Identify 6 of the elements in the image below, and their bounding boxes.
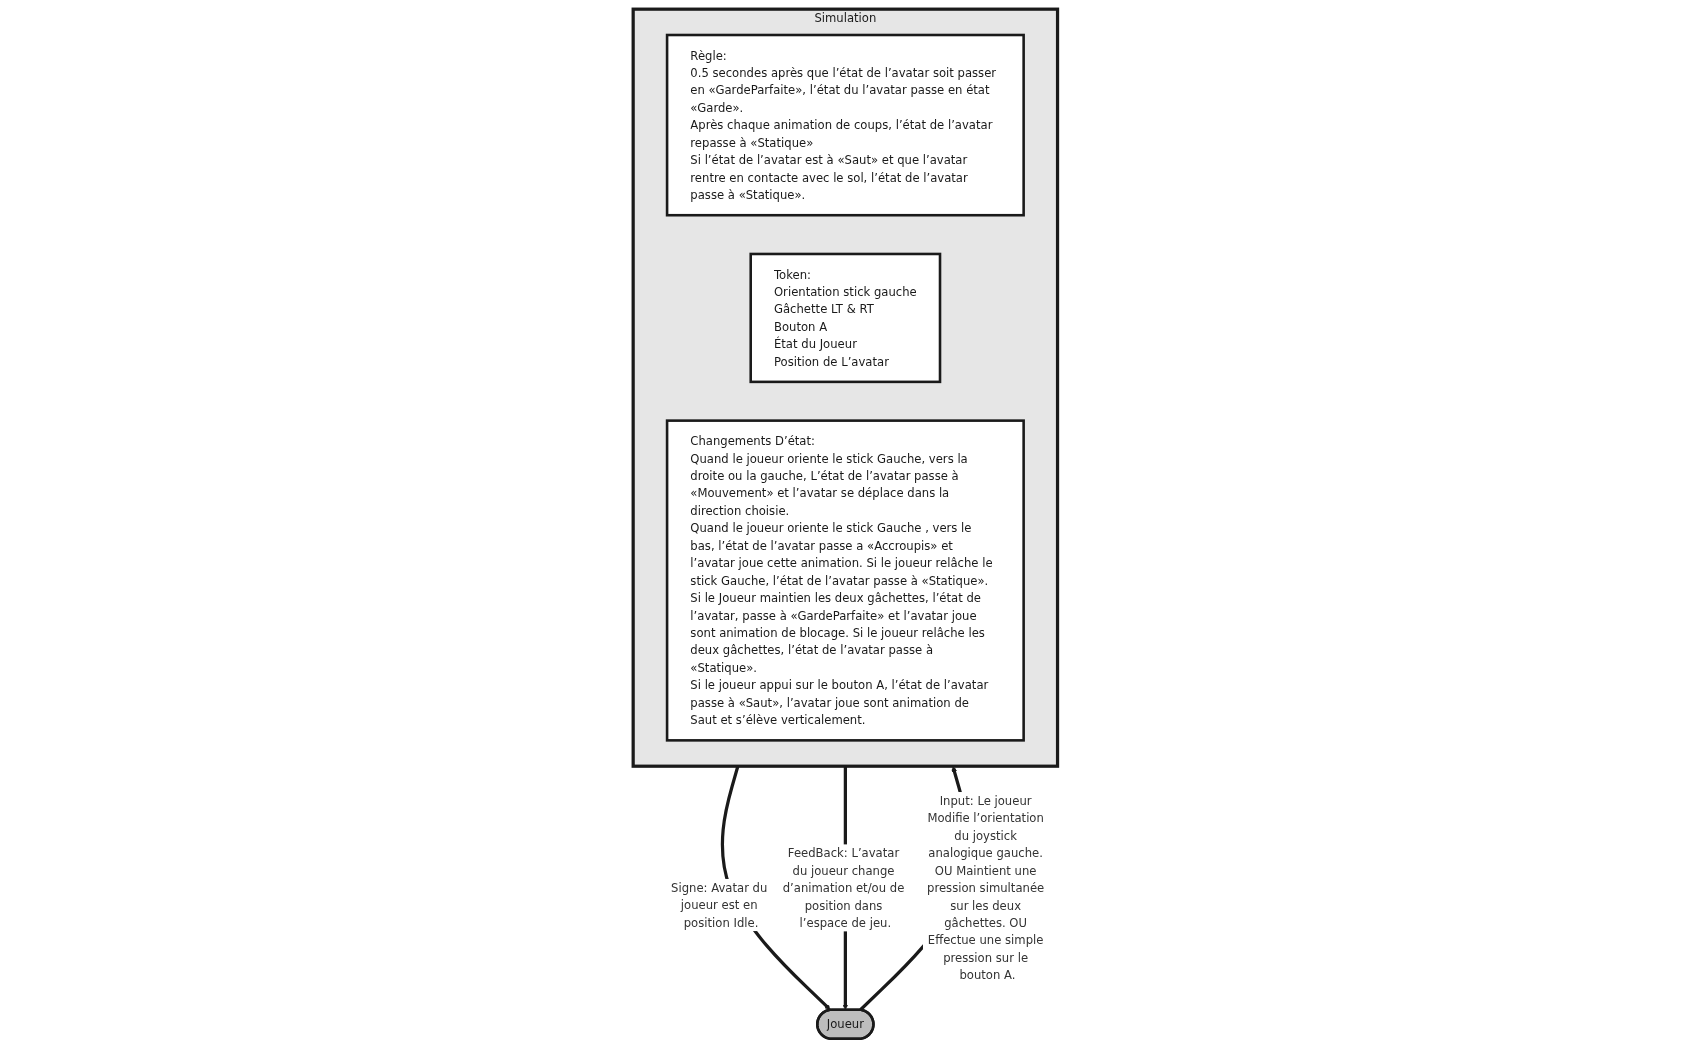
edge-label: Input: Le joueur Modifie l’orientation du joystick analogique gauche. OU Maintient une pression simultanée sur les deux gâchettes. OU Effectue une simple pression sur le bouton A.: [926, 793, 1044, 982]
node-box: Règle: 0.5 secondes après que l’état de l’avatar soit passer en «GardeParfaite», l’état du l’avatar passe en état «Garde». Après chaque animation de coups, l’état de l’avatar repasse à «Statique» Si l’état de l’avatar est à «Saut» et que l’avatar rentre en contacte avec le sol, l’état de l’avatar passe à «Statique».: [665, 33, 1025, 217]
edge-label: FeedBack: L’avatar du joueur change d’animation et/ou de position dans l’espace de jeu.: [782, 845, 904, 930]
node-box: Changements D’état: Quand le joueur oriente le stick Gauche, vers la droite ou la gauche, L’état de l’avatar passe à «Mouvement» et l’avatar se déplace dans la direction choisie. Quand le joueur oriente le stick Gauche , vers le bas, l’état de l’avatar passe a «Accroupis» et l’avatar joue cette animation. Si le joueur relâche le stick Gauche, l’état de l’avatar passe à «Statique». Si le Joueur maintien les deux gâchettes, l’état de l’avatar, passe à «GardeParfaite» et l’avatar joue sont animation de blocage. Si le joueur relâche les deux gâchettes, l’état de l’avatar passe à «Statique». Si le joueur appui sur le bouton A, l’état de l’avatar passe à «Saut», l’avatar joue sont animation de Saut et s’élève verticalement.: [665, 418, 1025, 742]
node-box: Token: Orientation stick gauche Gâchette LT & RT Bouton A État du Joueur Position de L’avatar: [749, 252, 941, 383]
edge-label: Signe: Avatar du joueur est en position Idle.: [670, 880, 767, 929]
